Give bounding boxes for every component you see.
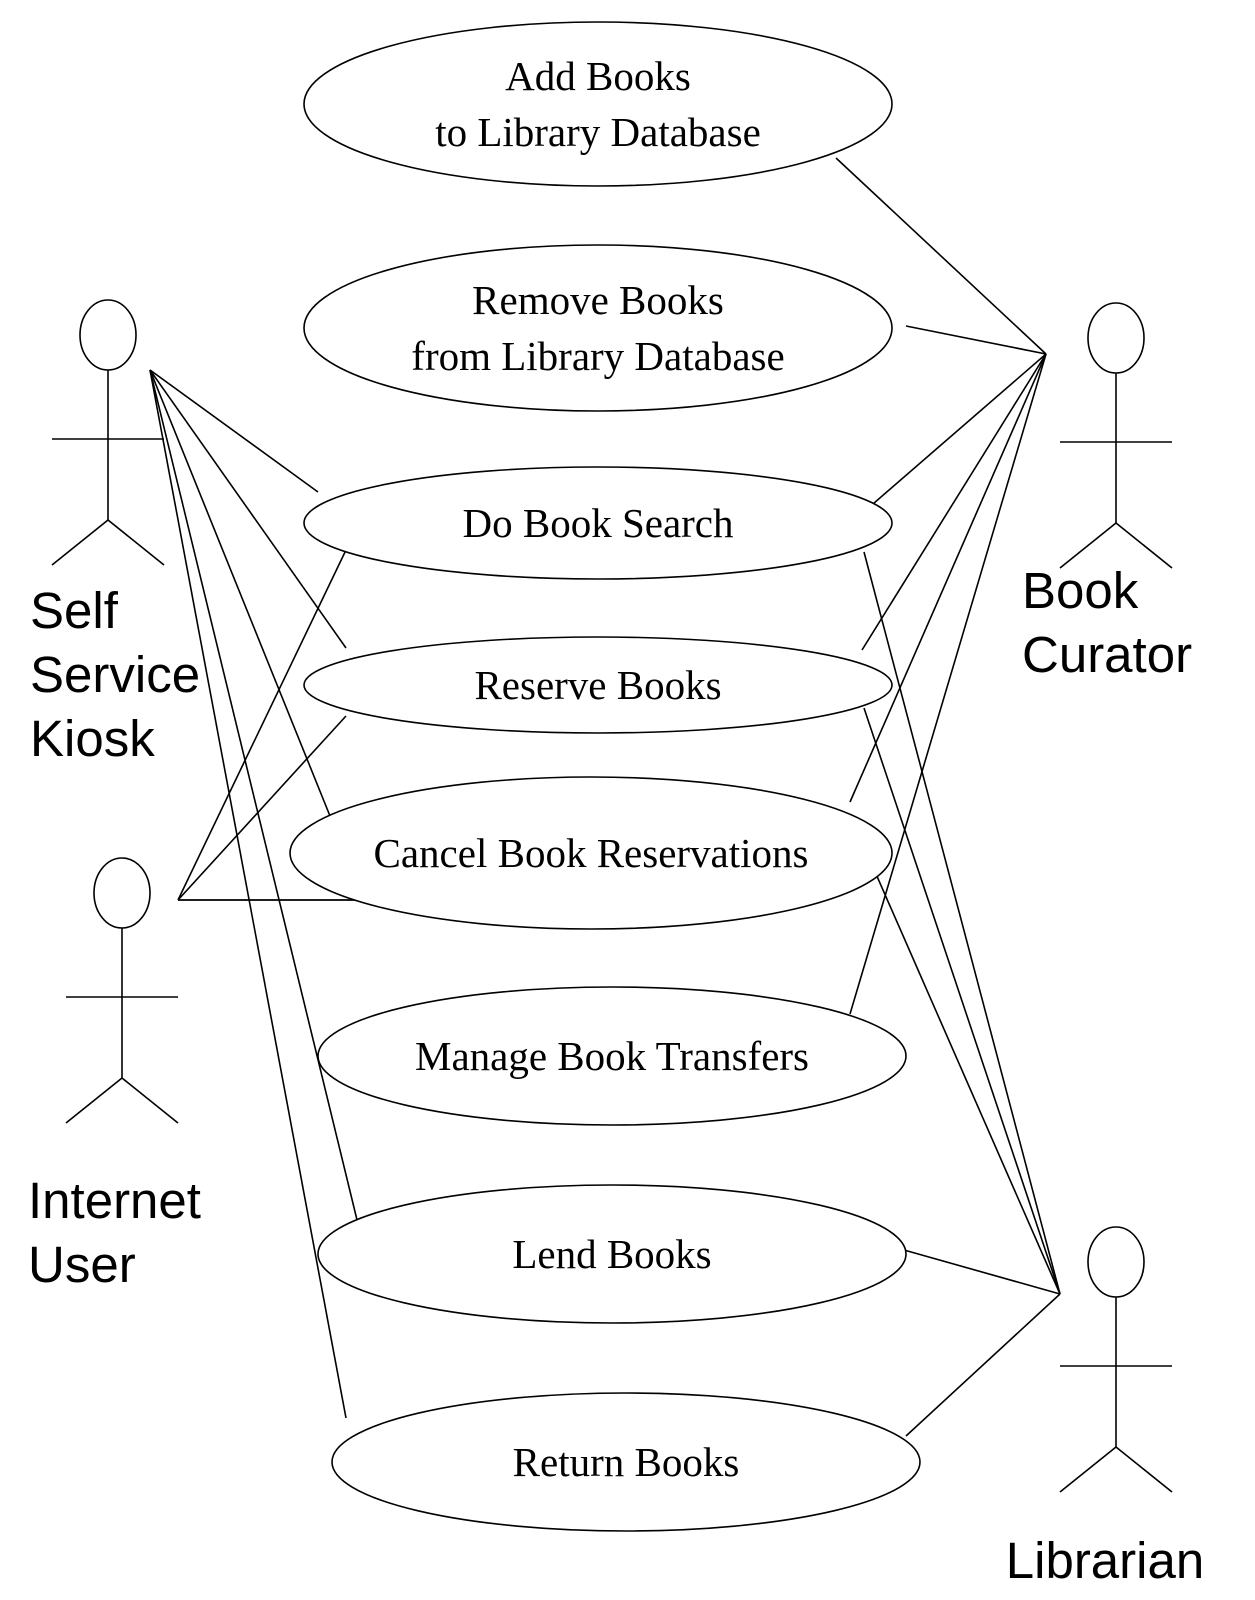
use-case-lend: Lend Books [317,1184,907,1324]
actor-label: User [28,1236,136,1293]
association-librarian-return [905,1293,1061,1437]
actor-label: Book [1022,562,1139,619]
actor-label: Librarian [1006,1532,1204,1589]
actor-label: Internet [28,1172,201,1229]
association-kiosk-return [149,369,347,1419]
association-curator-search [865,353,1047,511]
use-case-add: Add Books to Library Database [303,21,893,187]
use-case-label: Reserve Books [474,662,721,708]
use-case-transfer: Manage Book Transfers [317,986,907,1126]
association-kiosk-search [149,369,319,493]
association-curator-remove [905,325,1047,355]
stick-figure-icon [1059,302,1173,569]
association-internet-reserve [177,715,347,901]
use-case-label: Cancel Book Reservations [374,830,809,876]
actor-label: Kiosk [30,710,155,767]
use-case-search: Do Book Search [303,466,893,580]
use-case-remove: Remove Books from Library Database [303,244,893,412]
use-case-cancel: Cancel Book Reservations [289,776,893,930]
use-case-label: Do Book Search [462,500,733,546]
association-librarian-lend [903,1249,1061,1295]
association-curator-reserve [861,353,1047,651]
use-case-ellipse [289,776,893,930]
use-case-ellipse [303,636,893,734]
association-lines [149,157,1061,1437]
use-case-label: to Library Database [435,109,761,155]
stick-figure-icon [1059,1226,1173,1493]
actor-label: Self [30,582,119,639]
association-kiosk-lend [149,369,359,1225]
use-case-ellipse [303,466,893,580]
association-curator-transfer [849,353,1047,1015]
use-case-ellipse [303,244,893,412]
stick-figure-icon [65,857,179,1124]
use-case-reserve: Reserve Books [303,636,893,734]
association-curator-add [835,157,1047,355]
association-librarian-reserve [863,707,1061,1295]
association-kiosk-cancel [149,369,331,817]
use-case-label: from Library Database [411,333,784,379]
use-case-label: Add Books [505,53,691,99]
use-case-ellipse [317,1184,907,1324]
association-librarian-cancel [875,873,1061,1295]
actor-librarian: Librarian [1006,1226,1204,1589]
association-librarian-search [863,551,1061,1295]
actor-label: Service [30,646,200,703]
use-case-ellipse [317,986,907,1126]
association-kiosk-reserve [149,369,347,649]
use-case-label: Manage Book Transfers [415,1033,809,1079]
actor-label: Curator [1022,626,1192,683]
use-case-label: Lend Books [512,1231,711,1277]
use-case-label: Remove Books [472,277,724,323]
use-case-ellipse [331,1392,921,1532]
use-case-return: Return Books [331,1392,921,1532]
stick-figure-icon [51,299,165,566]
use-case-ellipse [303,21,893,187]
association-internet-search [177,549,347,901]
use-case-label: Return Books [513,1439,740,1485]
association-curator-cancel [849,353,1047,803]
